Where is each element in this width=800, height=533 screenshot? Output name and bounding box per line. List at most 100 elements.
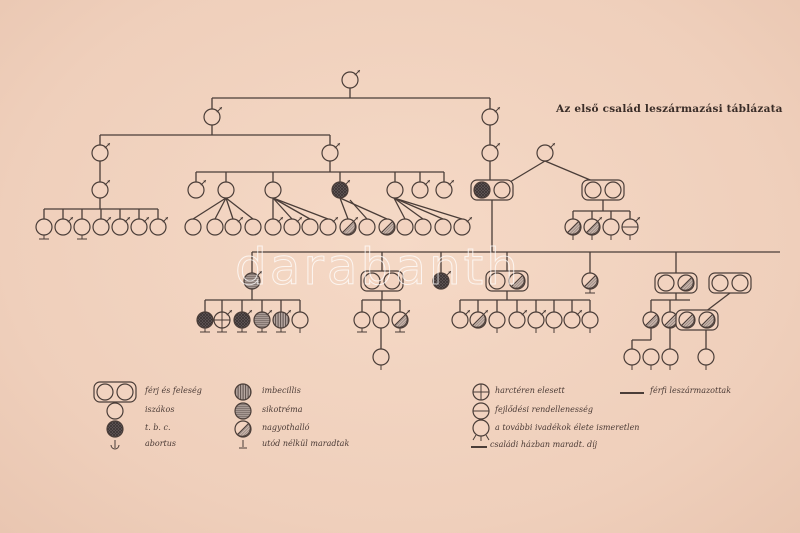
circle <box>563 311 581 329</box>
connector-line <box>272 197 329 220</box>
person-node <box>677 274 695 292</box>
person-node <box>73 218 91 236</box>
connector-line <box>509 160 596 183</box>
connector-line <box>393 197 444 220</box>
no-offspring-mark <box>257 328 267 333</box>
circle <box>244 218 262 236</box>
circle <box>473 181 491 199</box>
circle <box>536 144 554 162</box>
circle <box>642 348 660 366</box>
arrow-head <box>259 271 262 274</box>
circle <box>414 218 432 236</box>
person-node <box>386 181 404 199</box>
arrow-head <box>485 310 488 313</box>
legend-stayed-home-label: családi házban maradt. díj <box>490 440 598 449</box>
circle <box>106 420 124 438</box>
hard-of-hearing-fill <box>510 274 525 289</box>
circle <box>301 218 319 236</box>
connector-line <box>211 88 491 109</box>
circle <box>35 218 53 236</box>
connector-line <box>393 197 406 220</box>
circle <box>481 144 499 162</box>
circle <box>283 218 301 236</box>
person-node <box>411 179 431 199</box>
person-node <box>434 218 452 236</box>
person-node <box>545 311 563 329</box>
circle <box>372 348 390 366</box>
person-node <box>301 218 319 236</box>
person-node <box>435 179 455 199</box>
arrow-head <box>203 180 206 183</box>
circle <box>331 181 349 199</box>
arrow-head <box>146 217 149 220</box>
arrow-head <box>219 107 222 110</box>
person-node <box>602 218 620 236</box>
arrow-head <box>229 310 232 313</box>
legend-hard-of-hearing-label: nagyothalló <box>262 423 310 432</box>
person-node <box>584 181 602 199</box>
person-node <box>383 272 401 290</box>
watermark: darabanth <box>235 238 521 297</box>
hard-of-hearing-fill <box>583 274 598 289</box>
person-node <box>481 106 501 126</box>
legend-malformation-label: fejlődési rendellenesség <box>495 405 593 414</box>
person-node <box>272 309 292 329</box>
arrow-head <box>579 310 582 313</box>
person-node <box>92 216 112 236</box>
circle <box>657 274 675 292</box>
circle <box>341 71 359 89</box>
arrow-head <box>524 310 527 313</box>
circle <box>481 108 499 126</box>
person-node <box>493 181 511 199</box>
person-node <box>642 311 660 329</box>
person-node <box>111 216 131 236</box>
person-node <box>396 218 414 236</box>
hard-of-hearing-fill <box>380 220 395 235</box>
person-node <box>536 142 556 162</box>
circle <box>358 218 376 236</box>
connector-line <box>251 252 677 273</box>
arrow-head <box>288 310 291 313</box>
person-node <box>372 311 390 329</box>
arrow-head <box>335 217 338 220</box>
circle <box>130 218 148 236</box>
person-node <box>234 402 252 420</box>
connector-line <box>225 197 254 220</box>
arrow-head <box>249 310 252 313</box>
person-node <box>711 274 729 292</box>
person-node <box>678 311 696 329</box>
circle <box>697 348 715 366</box>
connector-line <box>196 161 444 173</box>
circle <box>383 272 401 290</box>
person-node <box>583 216 603 236</box>
person-node <box>453 216 473 236</box>
arrow-head <box>543 310 546 313</box>
person-node <box>621 216 641 236</box>
person-node <box>697 348 715 366</box>
hard-of-hearing-fill <box>644 313 659 328</box>
arrow-head <box>469 217 472 220</box>
legend-icons <box>93 381 644 450</box>
person-node <box>564 218 582 236</box>
page-title: Az első család leszármazási táblázata <box>556 103 783 115</box>
arrow-head <box>451 180 454 183</box>
connector-line <box>704 292 731 313</box>
hard-of-hearing-fill <box>236 422 251 437</box>
no-offspring-mark <box>217 328 227 333</box>
connector-line <box>225 197 234 220</box>
legend-unknown-offspring-label: a további ivadékok élete ismeretlen <box>495 423 640 432</box>
circle <box>234 383 252 401</box>
person-node <box>203 106 223 126</box>
person-node <box>372 348 390 366</box>
person-nodes <box>35 69 752 370</box>
circle <box>731 274 749 292</box>
arrow-head <box>427 180 430 183</box>
circle <box>488 311 506 329</box>
circle <box>73 218 91 236</box>
person-node <box>217 181 235 199</box>
person-node <box>106 402 124 420</box>
circle <box>321 144 339 162</box>
no-offspring-mark <box>276 328 286 333</box>
person-node <box>243 270 263 290</box>
arrow-head <box>552 143 555 146</box>
